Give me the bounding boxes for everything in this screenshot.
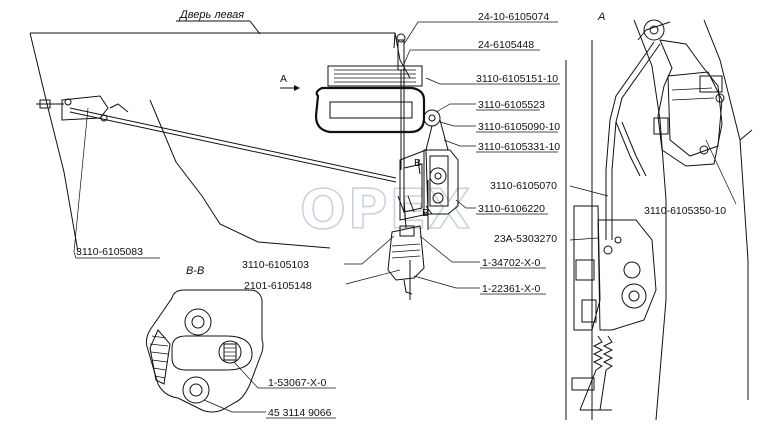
label-24-10-6105074: 24-10-6105074 — [478, 11, 549, 23]
door-title-text: Дверь левая — [178, 9, 244, 21]
label-2101-6105148: 2101-6105148 — [244, 280, 312, 292]
label-underlines — [266, 21, 560, 419]
label-3110-6105090-10: 3110-6105090-10 — [478, 121, 560, 133]
label-3110-6105523: 3110-6105523 — [478, 99, 545, 111]
watermark: ОРЕХ — [300, 178, 472, 241]
section-bb: В-В — [145, 265, 266, 413]
section-bb-title: В-В — [186, 265, 204, 277]
door-title: Дверь левая — [176, 9, 261, 35]
label-3110-6105331-10: 3110-6105331-10 — [478, 141, 560, 153]
label-1-22361-x-0: 1-22361-Х-0 — [482, 283, 541, 295]
section-markers: В В — [414, 157, 433, 219]
label-45-3114-9066: 45 3114 9066 — [268, 407, 332, 419]
part-labels: 24-10-6105074 24-6105448 3110-6105151-10… — [76, 11, 726, 419]
lock-actuator — [387, 195, 425, 295]
label-23a-5303270: 23А-5303270 — [494, 233, 557, 245]
inner-handle-rod — [36, 95, 397, 183]
label-3110-6105350-10: 3110-6105350-10 — [644, 205, 726, 217]
label-3110-6105151-10: 3110-6105151-10 — [476, 73, 558, 85]
view-a-marker: А — [280, 73, 287, 85]
section-b-top-marker: В — [414, 157, 421, 169]
door-outline — [29, 32, 429, 300]
label-3110-6106220: 3110-6106220 — [478, 203, 545, 215]
label-1-34702-x-0: 1-34702-Х-0 — [482, 257, 541, 269]
key-cylinder — [396, 33, 406, 170]
label-3110-6105070: 3110-6105070 — [490, 180, 557, 192]
label-3110-6105103: 3110-6105103 — [242, 259, 309, 271]
label-1-53067-x-0: 1-53067-Х-0 — [268, 377, 327, 389]
view-a: А — [565, 11, 753, 421]
view-a-title: А — [597, 11, 605, 23]
outer-door-handle — [314, 65, 426, 134]
leader-lines-left — [73, 21, 480, 289]
label-24-6105448: 24-6105448 — [478, 39, 534, 51]
section-b-bottom-marker: В — [422, 207, 429, 219]
view-a-arrow: А — [280, 73, 300, 91]
label-3110-6105083: 3110-6105083 — [76, 246, 143, 258]
